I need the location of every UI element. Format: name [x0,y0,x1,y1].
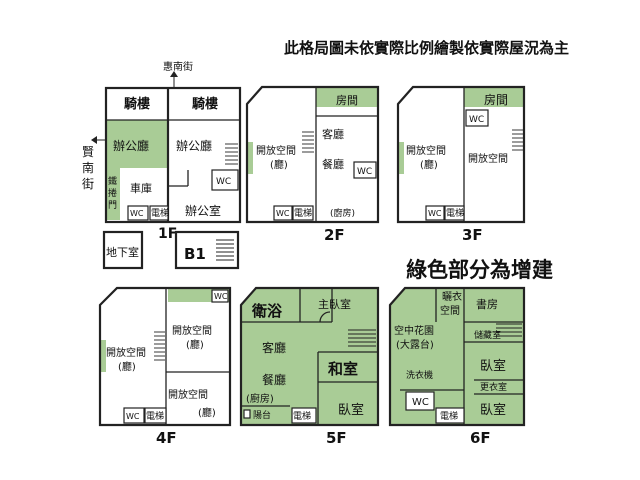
room-green [316,87,378,107]
balcony-5f: 陽台 [253,409,271,421]
room-3f: 房間 [484,92,508,107]
floor-6f: 曬衣 空間 書房 空中花園 (大露台) 儲藏室 臥室 洗衣機 更衣室 WC 電梯… [388,286,526,447]
bath-5f: 衛浴 [251,302,283,320]
garage-green [106,120,168,168]
stair-6f [496,323,522,337]
elevator-2f: 電梯 [294,207,312,219]
shutter-green [106,168,120,220]
stair-5f [348,329,376,347]
elevator-5f: 電梯 [293,410,311,422]
open-2f-1: 開放空間 [256,144,296,157]
street-top: 惠南街 [163,60,193,73]
room-2f: 房間 [336,94,358,107]
dining-2f: 餐廳 [322,157,344,171]
shutter-2: 捲 [108,187,117,199]
drying-6f-2: 空間 [440,304,460,317]
storage-6f: 儲藏室 [474,329,501,341]
closet-6f: 更衣室 [480,381,507,393]
kitchen-2f: (廚房) [330,207,355,219]
garden-6f-2: (大露台) [396,338,434,351]
label-2f: 2F [324,226,345,244]
street-left-1: 賢 [82,145,94,159]
elevator-6f: 電梯 [440,410,458,422]
stair-4f [154,331,165,361]
riding-left: 騎樓 [124,96,150,112]
floor-2f: 房間 客廳 開放空間 (廳) 餐廳 WC WC 電梯 (廚房) 2F [245,85,380,244]
stair-3f [512,129,523,151]
left-green [100,340,106,372]
wc-bottom-3f: WC [428,209,442,218]
living-2f: 客廳 [322,127,344,141]
open-left-3f-2: (廳) [420,158,438,171]
wc-side-2f: WC [357,167,372,177]
label-4f: 4F [156,429,177,447]
floor-1f: 騎樓 騎樓 辦公廳 辦公廳 鐵 捲 門 車庫 WC WC 電梯 辦公室 1F [104,86,242,242]
wc-top-4f: WC [214,292,228,301]
shutter-1: 鐵 [108,175,117,187]
riding-right: 騎樓 [192,96,218,112]
street-left-3: 街 [82,177,94,191]
master-5f: 主臥室 [318,297,351,311]
elevator-3f: 電梯 [446,207,464,219]
open-right-3f: 開放空間 [468,152,508,165]
bedroom-6f-2: 臥室 [480,402,506,418]
garage-label: 車庫 [130,181,152,195]
label-5f: 5F [326,429,347,447]
dining-5f: 餐廳 [262,372,286,387]
shutter-3: 門 [108,200,117,211]
open-right-4f-1: 開放空間 [172,324,212,337]
room-green [464,87,524,107]
floor-b1: 地下室 B1 [102,230,240,270]
elevator-4f: 電梯 [146,410,164,422]
wc-bottom-4f: WC [126,412,140,421]
kitchen-5f: (廚房) [246,392,274,405]
wc-right: WC [216,177,231,187]
basement-label: 地下室 [106,245,139,259]
stair-b1 [216,239,234,261]
label-6f: 6F [470,429,491,447]
tatami-5f: 和室 [328,360,358,378]
wc-bottom-2f: WC [276,209,290,218]
open-right-4f-2: (廳) [186,338,204,351]
drying-6f-1: 曬衣 [442,290,462,303]
study-6f: 書房 [476,297,498,311]
wc-top-3f: WC [469,115,484,125]
living-5f: 客廳 [262,340,286,355]
open-bottom-4f-2: (廳) [198,406,216,419]
office-room: 辦公室 [185,203,221,218]
wc-6f: WC [412,397,429,408]
north-arrow-head [170,71,178,77]
west-arrow-head [91,136,97,144]
label-b1: B1 [184,245,206,263]
floor-5f: 衛浴 主臥室 客廳 和室 餐廳 (廚房) 陽台 電梯 臥室 5F [239,286,380,447]
wc-bottom: WC [130,209,144,218]
street-left-2: 南 [82,160,94,175]
garden-6f-1: 空中花園 [394,324,434,337]
stair-2f [302,131,314,153]
left-green [398,142,404,174]
open-left-4f-1: 開放空間 [106,346,146,359]
legend-text: 綠色部分為增建 [406,258,553,282]
office-left: 辦公廳 [113,138,149,153]
bedroom-6f-1: 臥室 [480,358,506,374]
open-left-4f-2: (廳) [118,360,136,373]
open-2f-2: (廳) [270,158,288,171]
floor-4f: WC 開放空間 (廳) 開放空間 (廳) 開放空間 (廳) WC 電梯 4F [98,286,232,447]
left-green [247,142,253,174]
disclaimer-note: 此格局圖未依實際比例繪製依實際屋況為主 [284,39,569,57]
label-1f: 1F [158,226,177,242]
office-right: 辦公廳 [176,138,212,153]
bedroom-5f: 臥室 [338,402,364,418]
elevator-1f: 電梯 [151,207,169,219]
washer-6f: 洗衣機 [406,369,433,381]
open-left-3f-1: 開放空間 [406,144,446,157]
label-3f: 3F [462,226,483,244]
open-bottom-4f-1: 開放空間 [168,388,208,401]
floor-3f: 房間 WC 開放空間 (廳) 開放空間 WC 電梯 3F [396,85,526,244]
stair-1f [225,143,238,165]
